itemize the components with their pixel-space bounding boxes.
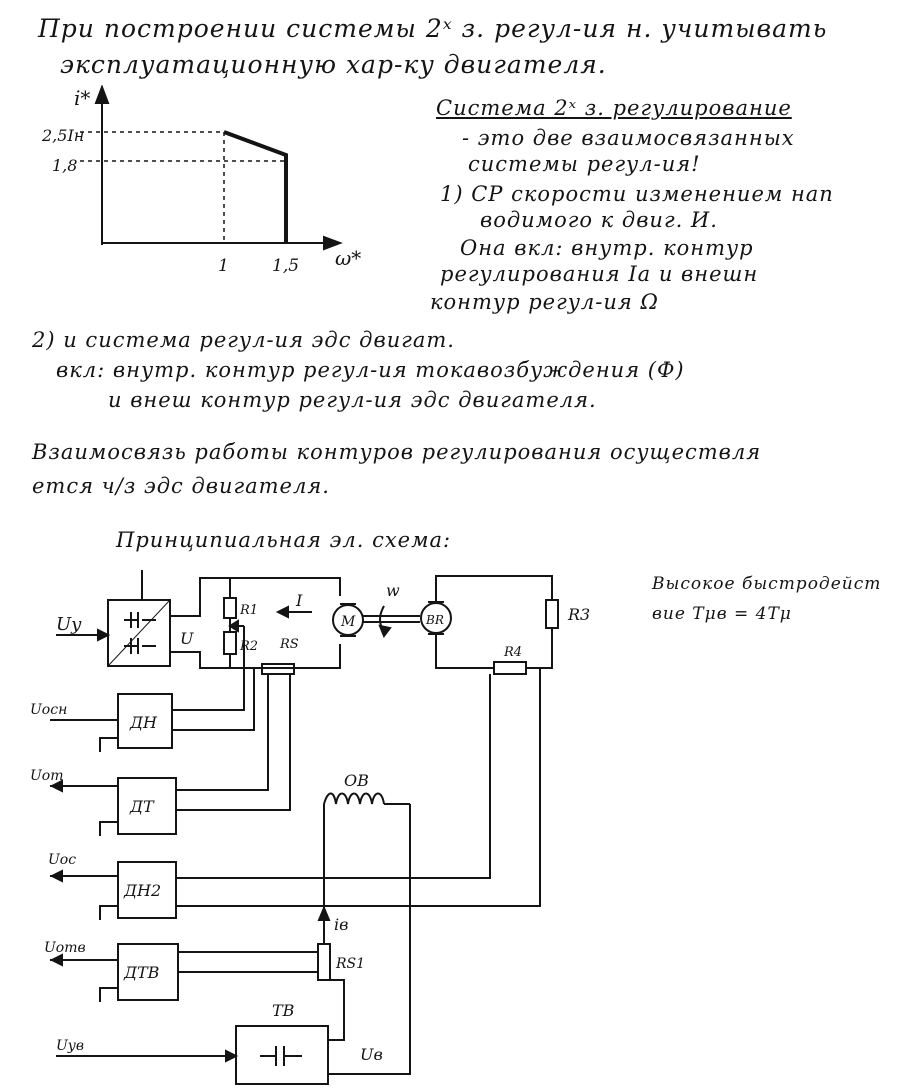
label-tv: ТВ [272, 1001, 295, 1020]
dtv-ground [99, 987, 118, 1002]
label-uuv: Uув [56, 1038, 84, 1054]
graph-y-arrow [94, 85, 110, 104]
speed-note-line-2: вие Tμв = 4Tμ [652, 604, 792, 624]
wire-tacho-bottom [435, 634, 494, 669]
label-r1: R1 [239, 603, 258, 618]
label-current: I [295, 591, 303, 610]
wire-dn2-to-r4 [176, 674, 491, 879]
shunt-rs1 [317, 943, 331, 981]
graph-y-tick-1-8: 1,8 [52, 156, 77, 175]
wire-dn-to-r2 [172, 626, 245, 711]
wire-main-bottom [170, 644, 341, 669]
wire-main-top [170, 577, 341, 617]
ib-arrow [317, 905, 331, 921]
label-uot: Uот [30, 768, 64, 784]
label-rs: RS [279, 637, 299, 652]
uotv-arrow [49, 953, 63, 967]
wire-dt-to-rs-2 [176, 674, 291, 811]
graph-x-label: ω* [335, 246, 361, 270]
wire-dn2-to-tacho [176, 668, 541, 907]
motor-characteristic-graph: i* 2,5Iн 1,8 1 1,5 ω* [41, 85, 361, 276]
field-winding-ov [323, 792, 385, 805]
wire-dn-to-main [172, 668, 255, 731]
graph-y-tick-2-5: 2,5Iн [41, 126, 84, 145]
link-line-1: Взаимосвязь работы контуров регулировани… [32, 440, 762, 464]
note-line-2: эксплуатационную хар-ку двигателя. [60, 50, 607, 79]
dn2-block [117, 861, 177, 919]
item1-line-5: контур регул-ия Ω [430, 290, 659, 314]
label-ib: iв [334, 915, 348, 934]
label-uv: Uв [360, 1045, 383, 1064]
dt-ground [99, 821, 118, 836]
system-line-3: системы регул-ия! [468, 152, 701, 176]
graph-x-tick-1-5: 1,5 [272, 256, 299, 276]
converter-thyristor-2 [124, 638, 156, 654]
resistor-r3 [545, 599, 559, 629]
label-uy: Uу [56, 614, 82, 635]
resistor-r4 [493, 661, 527, 675]
r2-tap-arrow [228, 619, 239, 633]
label-rs1: RS1 [335, 956, 365, 972]
schema-title: Принципиальная эл. схема: [116, 528, 452, 552]
uy-arrow [97, 628, 111, 642]
wire-dt-to-rs-1 [176, 674, 269, 791]
tv-thyristor [260, 1046, 302, 1066]
item2-line-1: 2) и система регул-ия эдс двигат. [32, 328, 455, 352]
note-line-1: При построении системы 2ˣ з. регул-ия н.… [38, 14, 828, 43]
dt-block [117, 777, 177, 835]
wire-tacho-return [526, 628, 553, 669]
label-tachogen: BR [425, 613, 444, 627]
label-omega: w [386, 581, 400, 600]
label-u: U [180, 629, 194, 648]
label-motor: M [340, 614, 356, 630]
graph-x-tick-1: 1 [218, 256, 229, 276]
tv-block [235, 1025, 329, 1085]
system-title: Система 2ˣ з. регулирование [436, 96, 792, 120]
label-dt: ДТ [129, 797, 155, 816]
label-dtv: ДТВ [123, 963, 160, 982]
label-r4: R4 [503, 645, 522, 660]
item1-line-2: водимого к двиг. И. [480, 208, 718, 232]
converter-thyristor-1 [124, 612, 156, 628]
label-uos: Uос [48, 852, 76, 868]
wire-tv-to-rs1 [324, 979, 345, 1041]
label-r2: R2 [239, 639, 258, 654]
item1-line-4: регулирования Ia и внешн [440, 262, 759, 286]
uuv-arrow [225, 1049, 239, 1063]
dn2-ground [99, 905, 118, 920]
wire-tacho-loop [435, 575, 553, 602]
speed-note-line-1: Высокое быстродейст [652, 574, 882, 594]
label-uosn: Uосн [30, 702, 67, 718]
label-r3: R3 [567, 605, 590, 624]
uos-arrow [49, 869, 63, 883]
label-dn2: ДН2 [123, 881, 161, 900]
resistor-r1 [223, 597, 237, 619]
label-ov: ОВ [344, 771, 369, 790]
current-arrow-head [275, 605, 289, 619]
uot-arrow [49, 779, 63, 793]
item1-line-1: 1) СР скорости изменением нап [440, 182, 834, 206]
item2-line-2: вкл: внутр. контур регул-ия токавозбужде… [56, 358, 685, 382]
graph-x-arrow [323, 235, 343, 251]
circuit-schematic: Uу U R1 R2 RS I M w BR R3 R4 ДН Uосн ДТ … [30, 570, 590, 1085]
wire-ov-right [334, 804, 411, 1075]
rotation-arrow-head [378, 624, 392, 639]
converter-diagonal [107, 599, 171, 667]
item1-line-3: Она вкл: внутр. контур [460, 236, 754, 260]
characteristic-curve [223, 130, 288, 243]
converter-block [107, 599, 171, 667]
system-line-2: - это две взаимосвязанных [462, 126, 795, 150]
label-uotv: Uотв [44, 940, 86, 956]
label-dn: ДН [129, 713, 158, 732]
shunt-rs [261, 663, 295, 675]
resistor-r2 [223, 631, 237, 655]
item2-line-3: и внеш контур регул-ия эдс двигателя. [108, 388, 597, 412]
graph-y-label: i* [74, 86, 90, 110]
dn-ground [99, 737, 118, 752]
link-line-2: ется ч/з эдс двигателя. [32, 474, 330, 498]
